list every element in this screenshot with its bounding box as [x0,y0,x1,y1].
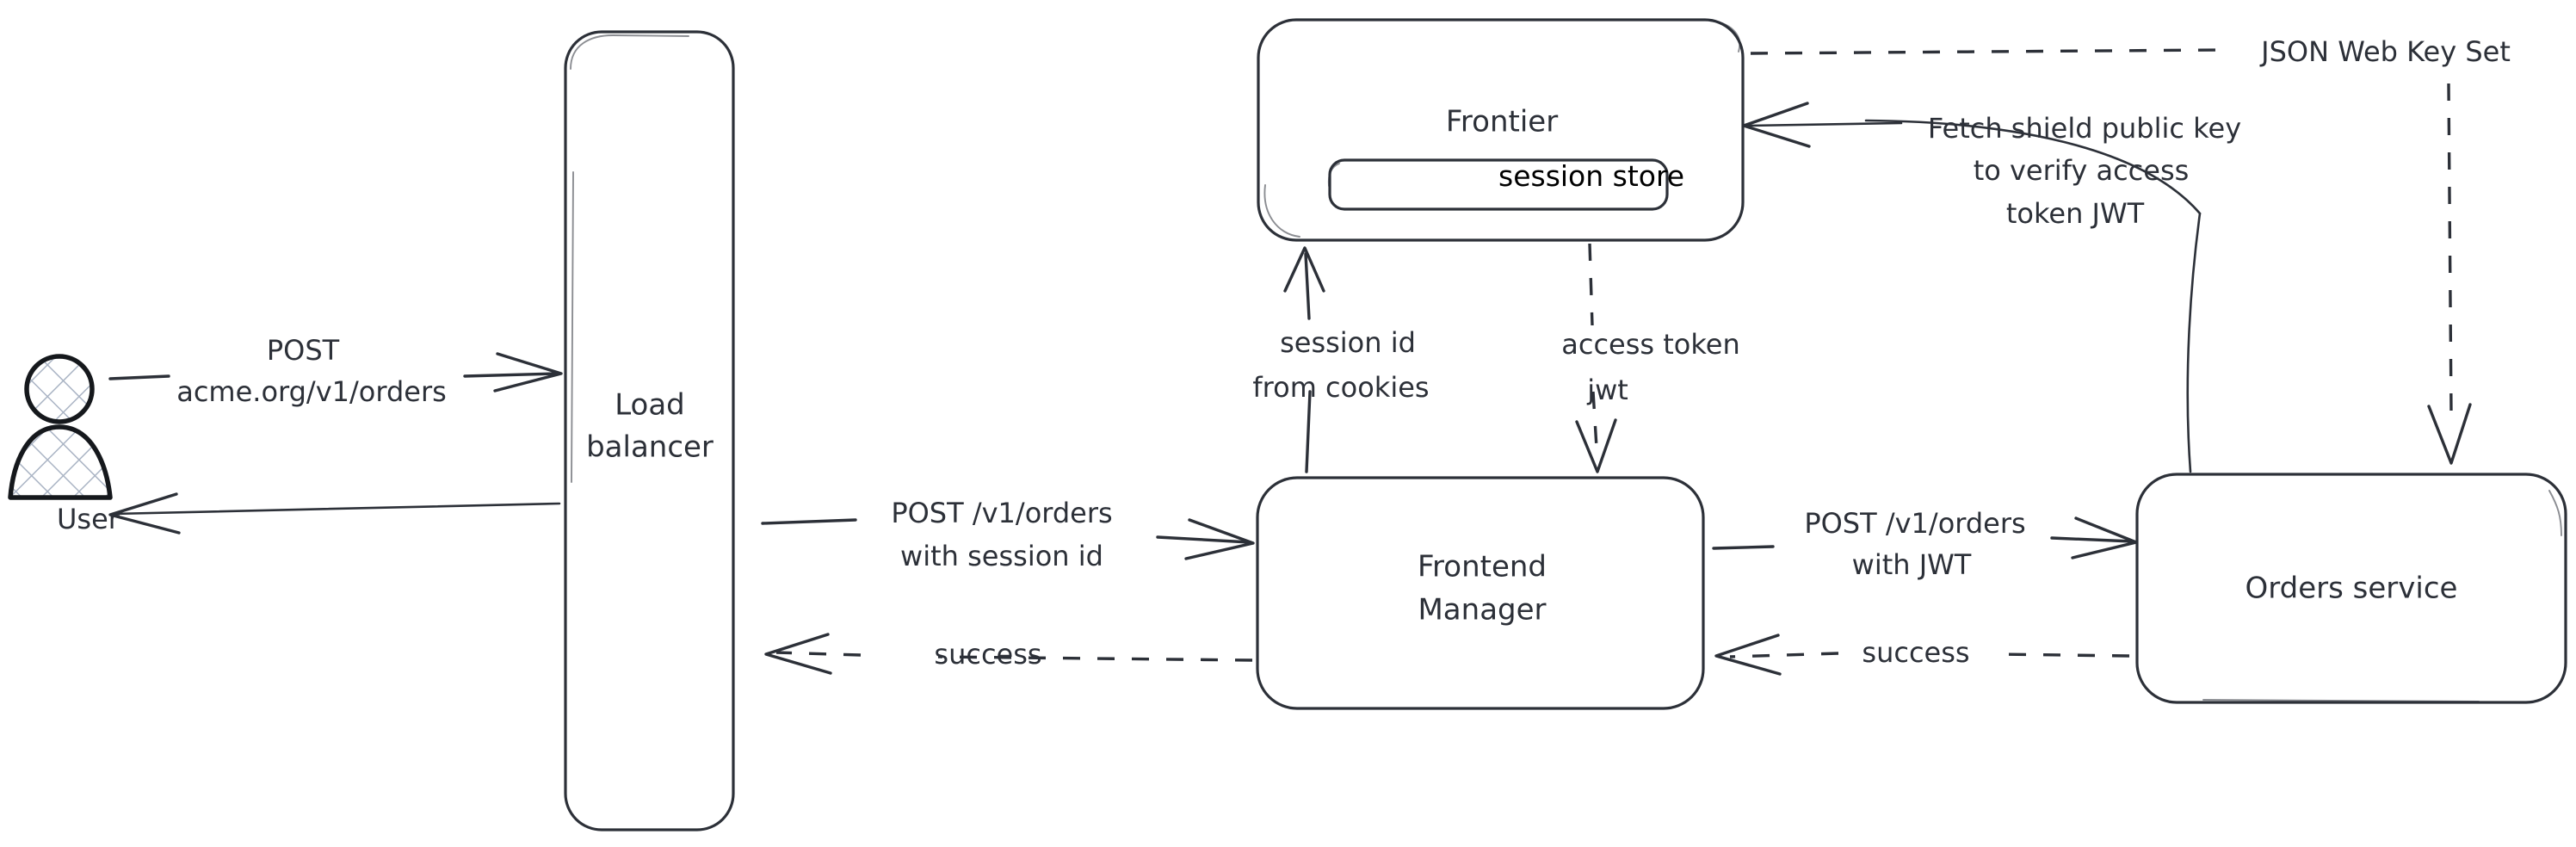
edge-user-to-lb-stub [108,374,170,380]
edge-fm-to-frontier-line-lower [1305,390,1312,473]
edge-orders-to-frontier-label-line3: token JWT [2006,197,2145,230]
edge-user-to-lb-arrowhead-icon [493,352,563,393]
edge-user-to-lb-label-line2: acme.org/v1/orders [176,375,447,408]
edge-fm-to-frontier-line-upper [1304,252,1311,320]
edge-orders-service-to-frontier[interactable]: Fetch shield public key to verify access… [1742,102,2241,473]
edge-frontier-to-fm-line-upper [1588,243,1594,326]
edge-fm-to-lb-line-left [775,651,862,657]
orders-service-box[interactable] [2135,473,2567,704]
user-head-icon [24,354,95,424]
session-store-sketch-accent [1327,163,1340,187]
session-store-box[interactable] [1328,158,1669,211]
edge-load-balancer-to-user[interactable] [108,492,561,535]
load-balancer-label-line1: Load [615,388,685,423]
edge-jwks-label: JSON Web Key Set [2259,35,2511,68]
edge-orders-to-fm-line-left [1729,652,1839,658]
edge-frontier-to-frontend-manager[interactable]: access token jwt [1561,243,1740,473]
load-balancer-sketch-accent-2 [571,171,574,483]
edge-fm-to-orders-arrowhead-icon [2071,516,2138,560]
orders-service-sketch-accent [2202,490,2562,702]
edge-fm-to-frontier-label-line1: session id [1280,326,1416,359]
frontend-manager-box[interactable] [1256,476,1705,710]
frontend-manager-label-line1: Frontend [1418,550,1547,584]
edge-orders-to-frontier-label-line2: to verify access [1974,154,2190,187]
load-balancer-sketch-accent [570,34,689,70]
edge-orders-to-frontier-line [1747,121,1903,127]
edge-fm-to-frontier-arrowhead-icon [1283,246,1325,293]
edge-user-to-lb-label-line1: POST [267,334,340,367]
edge-fm-to-frontier-label-line2: from cookies [1252,371,1429,404]
edge-user-to-load-balancer[interactable]: POST acme.org/v1/orders [108,334,563,408]
frontier-label: Frontier [1446,105,1558,139]
edge-frontend-manager-to-frontier[interactable]: session id from cookies [1252,246,1430,473]
edge-frontend-manager-to-load-balancer[interactable]: success [764,633,1253,675]
edge-orders-to-fm-label: success [1862,636,1969,669]
session-store-label: session store [1498,159,1684,193]
edge-orders-to-frontier-curve-top [1864,119,2202,215]
actor-user[interactable]: User [8,354,120,535]
node-load-balancer[interactable]: Load balancer [564,30,735,832]
edge-orders-to-frontier-curve [2186,212,2202,473]
edge-frontier-to-fm-arrowhead-icon [1575,418,1617,473]
edge-fm-to-lb-arrowhead-icon [764,633,832,675]
edge-frontend-manager-to-orders-service[interactable]: POST /v1/orders with JWT [1712,507,2138,581]
edge-frontier-to-fm-line-lower [1591,391,1598,448]
user-label: User [57,503,120,535]
edge-frontier-to-fm-label-line1: access token [1561,328,1739,361]
user-body-icon [8,424,113,500]
edge-user-to-lb-line [463,372,559,378]
edge-fm-to-orders-label-line1: POST /v1/orders [1804,507,2025,540]
edge-orders-to-fm-line-right [1992,652,2130,658]
load-balancer-box[interactable] [564,30,735,832]
edge-lb-to-user-arrowhead-icon [108,492,181,535]
edge-lb-to-fm-arrowhead-icon [1184,518,1255,560]
frontier-sketch-accent [1263,20,1741,238]
frontend-manager-label-line2: Manager [1418,593,1546,628]
edge-lb-to-fm-label-line2: with session id [900,540,1103,572]
node-frontend-manager[interactable]: Frontend Manager [1256,476,1705,710]
edge-fm-to-orders-stub [1712,545,1775,550]
edge-jwks-line-vertical [2447,83,2453,414]
edge-lb-to-user-line [112,502,561,516]
edge-orders-to-frontier-arrowhead-icon [1742,102,1811,148]
edge-fm-to-orders-line [2050,536,2134,543]
edge-orders-to-fm-arrowhead-icon [1714,634,1782,676]
edge-jwks-arrowhead-icon [2427,403,2472,465]
edge-frontier-to-orders-service-jwks[interactable]: JSON Web Key Set [1750,35,2511,465]
node-session-store[interactable]: session store [1327,158,1684,211]
edge-load-balancer-to-frontend-manager[interactable]: POST /v1/orders with session id [761,497,1255,572]
edge-lb-to-fm-stub [761,518,857,525]
edge-orders-to-frontier-label-line1: Fetch shield public key [1928,112,2241,145]
edge-frontier-to-fm-label-line2: jwt [1586,374,1628,406]
orders-service-label: Orders service [2246,572,2458,606]
node-frontier[interactable]: Frontier session store [1257,18,1745,242]
load-balancer-label-line2: balancer [586,430,713,465]
edge-orders-service-to-frontend-manager[interactable]: success [1714,634,2130,676]
node-orders-service[interactable]: Orders service [2135,473,2567,704]
edge-fm-to-lb-label: success [934,638,1041,671]
edge-jwks-line-horizontal [1750,48,2220,55]
edge-lb-to-fm-label-line1: POST /v1/orders [891,497,1112,529]
edge-lb-to-fm-line [1156,535,1251,544]
edge-fm-to-orders-label-line2: with JWT [1852,548,1972,581]
